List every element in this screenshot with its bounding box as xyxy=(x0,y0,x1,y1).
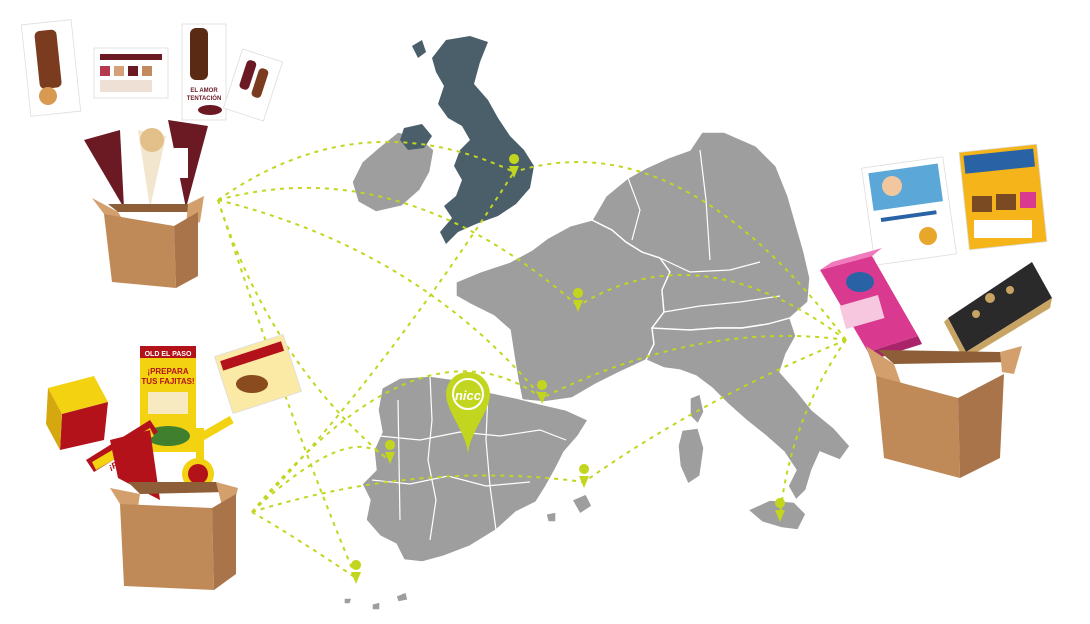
pink-candy-box xyxy=(820,248,922,360)
icecream-menu-card xyxy=(93,47,169,99)
mexican-brand-label: OLD EL PASO xyxy=(145,351,192,358)
kids-flyer xyxy=(861,156,957,266)
cardboard-box-icon xyxy=(92,196,204,288)
mexican-product-box xyxy=(46,376,108,450)
balearic-island-shape xyxy=(571,493,593,515)
icecream-tag-line1: EL AMOR xyxy=(190,88,218,94)
sicily-shape xyxy=(746,499,807,531)
iberia-shape xyxy=(361,375,590,563)
mexican-angled-flyer xyxy=(213,333,303,415)
icecream-angled-flyer xyxy=(222,48,284,122)
nicc-logo-text: nicc xyxy=(455,388,482,403)
location-pin-icon xyxy=(385,440,396,464)
mexican-materials-group: OLD EL PASO ¡PREPARA TUS FAJITAS! ¡PREPA… xyxy=(46,333,303,590)
great-britain-shape xyxy=(432,36,534,244)
nicc-headquarters-pin: nicc xyxy=(446,372,490,456)
dark-chocolate-box xyxy=(944,262,1052,360)
location-pin-icon xyxy=(537,380,548,404)
icecream-flyer xyxy=(20,19,82,117)
distribution-routes xyxy=(217,140,847,579)
location-pin-icon xyxy=(579,464,590,488)
europe-land xyxy=(343,36,851,611)
location-pin-icon xyxy=(775,498,786,522)
icecream-cone-display xyxy=(84,130,124,208)
icecream-tag-line2: TENTACIÓN xyxy=(187,94,222,102)
canary-island-shape-2 xyxy=(395,591,409,603)
location-pins xyxy=(351,154,786,584)
corsica-shape xyxy=(689,393,705,426)
mexican-banner-line1: ¡PREPARA xyxy=(147,367,188,376)
sweets-materials-group xyxy=(820,143,1052,478)
location-pin-icon xyxy=(509,154,520,178)
canary-island-shape-3 xyxy=(343,597,353,605)
icecream-materials-group: EL AMOR TENTACIÓN xyxy=(20,19,284,288)
canary-island-shape xyxy=(371,601,381,611)
recipe-flyer xyxy=(958,143,1048,251)
cardboard-box-icon xyxy=(866,346,1022,478)
cardboard-box-icon xyxy=(110,482,238,590)
icecream-stick-poster: EL AMOR TENTACIÓN xyxy=(181,23,227,121)
mexican-banner-line2: TUS FAJITAS! xyxy=(141,377,194,386)
location-pin-icon xyxy=(351,560,362,584)
sardinia-shape xyxy=(677,427,705,486)
italy-shape xyxy=(645,317,851,502)
scottish-isles-shape xyxy=(412,40,426,58)
location-pin-icon xyxy=(573,288,584,312)
mexican-shelf-strips: ¡PREPARA xyxy=(86,420,160,500)
balearic-island-small-shape xyxy=(545,511,557,523)
